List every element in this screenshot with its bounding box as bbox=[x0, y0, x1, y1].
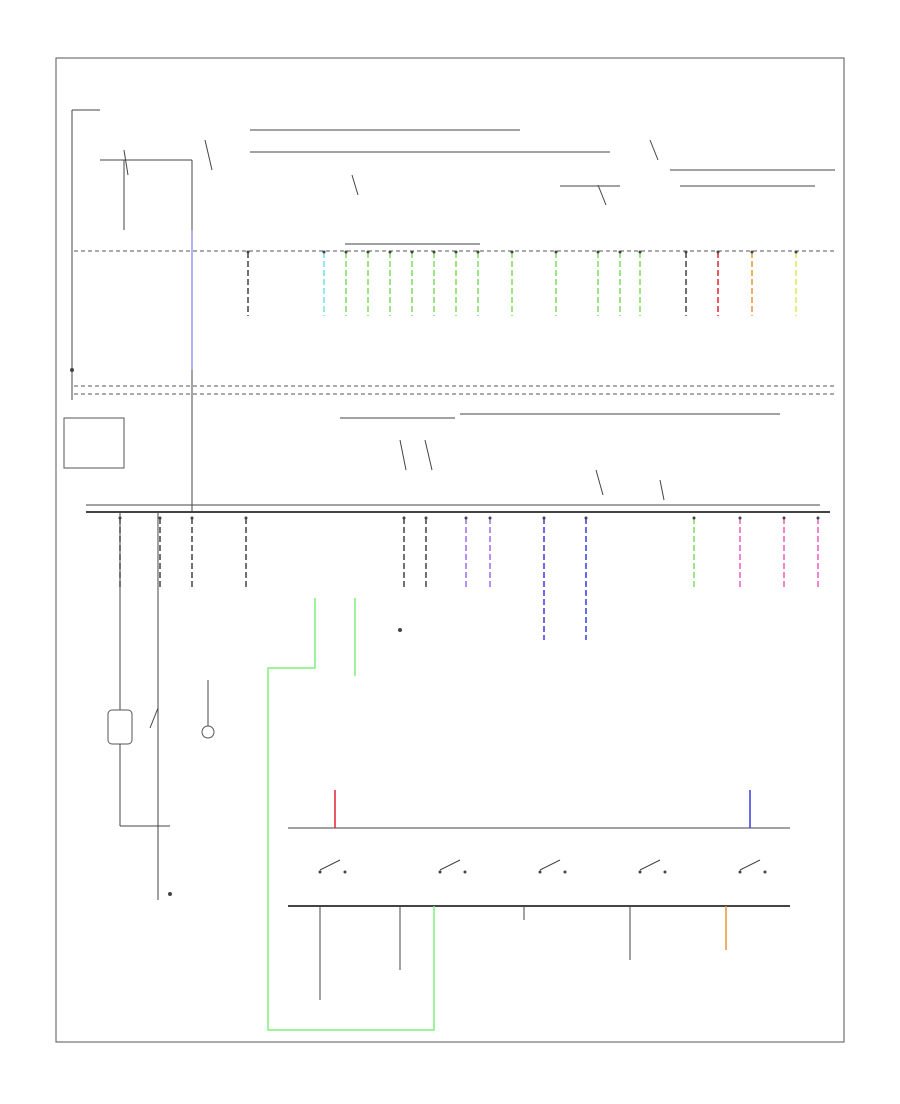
relay-switch-4 bbox=[638, 859, 667, 874]
upper-drop-11-connector bbox=[554, 250, 558, 254]
upper-drop-13-connector bbox=[618, 250, 622, 254]
middle-drop-14-connector bbox=[816, 516, 820, 520]
middle-switch-b bbox=[424, 439, 433, 471]
connector-dot-1 bbox=[398, 628, 402, 632]
lower-left-switch bbox=[149, 707, 159, 729]
middle-drop-2-connector bbox=[158, 516, 162, 520]
upper-drop-1-connector bbox=[246, 250, 250, 254]
upper-drop-15-connector bbox=[684, 250, 688, 254]
middle-drop-6-connector bbox=[424, 516, 428, 520]
upper-drop-18-connector bbox=[794, 250, 798, 254]
middle-drop-8-connector bbox=[488, 516, 492, 520]
upper-switch-d bbox=[597, 184, 607, 206]
upper-drop-17-connector bbox=[750, 250, 754, 254]
upper-switch-b bbox=[204, 139, 213, 171]
middle-drop-5-connector bbox=[402, 516, 406, 520]
upper-drop-6-connector bbox=[410, 250, 414, 254]
upper-drop-7-connector bbox=[432, 250, 436, 254]
middle-drop-10-connector bbox=[584, 516, 588, 520]
upper-drop-5-connector bbox=[388, 250, 392, 254]
middle-drop-12-connector bbox=[738, 516, 742, 520]
middle-drop-11-connector bbox=[692, 516, 696, 520]
middle-drop-13-connector bbox=[782, 516, 786, 520]
middle-switch-d bbox=[659, 479, 665, 501]
ground-symbol-2 bbox=[70, 368, 74, 372]
upper-switch-e bbox=[649, 139, 659, 161]
green-loop-wire bbox=[267, 598, 435, 1031]
relay-switch-3 bbox=[538, 859, 567, 874]
middle-drop-1-connector bbox=[118, 516, 122, 520]
upper-block-drops bbox=[246, 250, 798, 316]
upper-drop-14-connector bbox=[638, 250, 642, 254]
upper-switch-a bbox=[123, 149, 129, 176]
relay-switch-2 bbox=[438, 859, 467, 874]
upper-drop-9-connector bbox=[476, 250, 480, 254]
upper-drop-2-connector bbox=[322, 250, 326, 254]
motor-component bbox=[107, 709, 133, 745]
middle-drop-4-connector bbox=[244, 516, 248, 520]
relay-switch-5 bbox=[738, 859, 767, 874]
upper-drop-8-connector bbox=[454, 250, 458, 254]
upper-switch-c bbox=[351, 174, 359, 196]
ground-symbol-1 bbox=[168, 892, 172, 896]
upper-drop-16-connector bbox=[716, 250, 720, 254]
middle-drop-3-connector bbox=[190, 516, 194, 520]
middle-switch-a bbox=[399, 439, 407, 471]
upper-drop-12-connector bbox=[596, 250, 600, 254]
relay-switch-1 bbox=[318, 859, 347, 874]
lamp-symbol bbox=[201, 725, 215, 739]
upper-drop-10-connector bbox=[510, 250, 514, 254]
upper-drop-4-connector bbox=[366, 250, 370, 254]
middle-drop-9-connector bbox=[542, 516, 546, 520]
middle-switch-c bbox=[595, 469, 604, 496]
diagram-frame bbox=[55, 57, 845, 1043]
upper-drop-3-connector bbox=[344, 250, 348, 254]
junction-block bbox=[63, 417, 125, 469]
middle-block-drops bbox=[118, 516, 820, 640]
middle-drop-7-connector bbox=[464, 516, 468, 520]
